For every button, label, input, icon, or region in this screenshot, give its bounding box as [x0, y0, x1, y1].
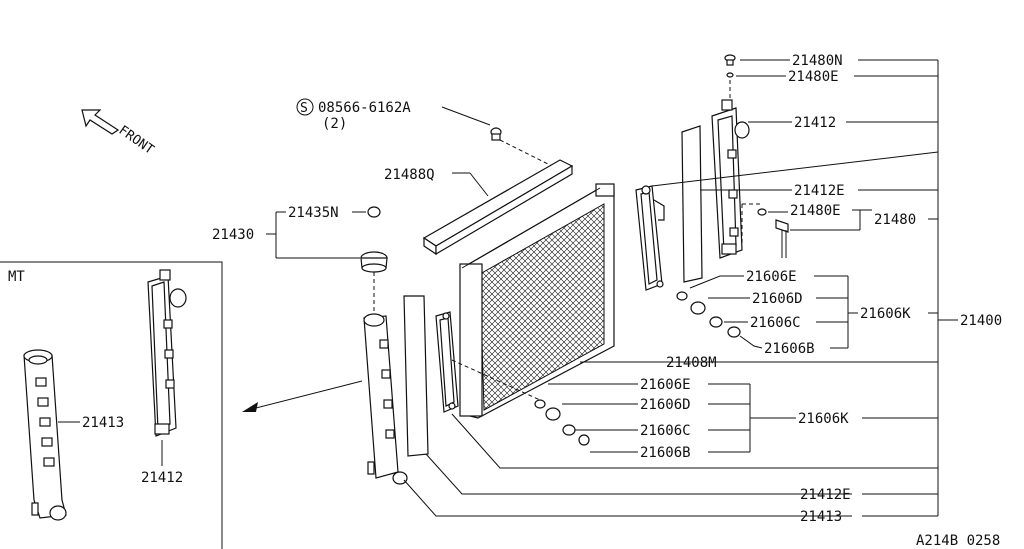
label-21413-bot[interactable]: 21413: [800, 509, 842, 525]
label-21430[interactable]: 21430: [212, 227, 254, 243]
label-21606b-b[interactable]: 21606B: [640, 445, 691, 461]
s-circle-icon: [296, 98, 314, 116]
label-21412e-top[interactable]: 21412E: [794, 183, 845, 199]
drain-cock-21480: [741, 203, 789, 258]
label-21606k-a[interactable]: 21606K: [860, 306, 911, 322]
mt-pointer-arrow: [242, 380, 363, 412]
label-21408m[interactable]: 21408M: [666, 355, 717, 371]
oil-cooler-left[interactable]: [435, 311, 459, 413]
insulator-right[interactable]: [681, 125, 703, 283]
leader-21412e-bot: [425, 453, 852, 495]
drawing-reference: A214B 0258: [916, 533, 1000, 549]
label-21606c-b[interactable]: 21606C: [640, 423, 691, 439]
front-label: FRONT: [116, 123, 157, 158]
washer-d-lower[interactable]: [545, 407, 561, 421]
label-21400[interactable]: 21400: [960, 313, 1002, 329]
radiator-cap-icon[interactable]: [360, 251, 388, 273]
label-21606d-a[interactable]: 21606D: [752, 291, 803, 307]
label-21435n[interactable]: 21435N: [288, 205, 339, 221]
radiator-cap-group: [360, 206, 388, 312]
label-21606e-b[interactable]: 21606E: [640, 377, 691, 393]
drain-cock-b-lower[interactable]: [578, 434, 590, 446]
mt-left-tank[interactable]: [23, 349, 67, 521]
label-21606b-a[interactable]: 21606B: [764, 341, 815, 357]
label-21413-mt[interactable]: 21413: [82, 415, 124, 431]
label-21488q[interactable]: 21488Q: [384, 167, 435, 183]
drain-group-upper: [676, 291, 741, 338]
mt-right-tank[interactable]: [147, 269, 187, 437]
leader-21606b-a: [739, 335, 763, 349]
label-21412-mt[interactable]: 21412: [141, 470, 183, 486]
label-21480[interactable]: 21480: [874, 212, 916, 228]
label-21606d-b[interactable]: 21606D: [640, 397, 691, 413]
washer-c-lower[interactable]: [562, 424, 576, 436]
bolt-prefix: S: [300, 101, 308, 116]
washer-d-upper[interactable]: [690, 301, 706, 315]
leader-21606e-a: [689, 275, 744, 289]
drain-cock-b-upper[interactable]: [727, 326, 741, 338]
leader-oil-cooler-right: [651, 151, 939, 187]
bolt-part-number[interactable]: 08566-6162A: [318, 100, 411, 116]
cap-seal-icon[interactable]: [367, 206, 381, 218]
radiator-core[interactable]: [459, 183, 615, 419]
label-21412e-bot[interactable]: 21412E: [800, 487, 851, 503]
right-tank-main[interactable]: [711, 80, 750, 259]
washer-c-upper[interactable]: [709, 316, 723, 328]
washer-21480e-top-icon[interactable]: [726, 72, 734, 78]
assembly-bracket-21400: [846, 59, 958, 516]
leader-21413-bot: [403, 479, 852, 517]
washer-21480e-mid-icon[interactable]: [757, 208, 767, 216]
drain-cock-icon[interactable]: [775, 219, 789, 258]
drain-plug-e-upper[interactable]: [676, 291, 688, 301]
drain-plug-e-lower[interactable]: [534, 399, 546, 409]
label-21606e-a[interactable]: 21606E: [746, 269, 797, 285]
bolt-callout: S 08566-6162A (2): [296, 98, 561, 171]
leader-lower-core: [451, 413, 938, 469]
seal-21488q[interactable]: [422, 159, 574, 256]
mt-inset: MT 21413 21412: [0, 261, 223, 549]
label-21480e-mid[interactable]: 21480E: [790, 203, 841, 219]
mt-inset-border: [0, 261, 223, 549]
insulator-left[interactable]: [403, 295, 429, 457]
label-21606c-a[interactable]: 21606C: [750, 315, 801, 331]
label-21480n[interactable]: 21480N: [792, 53, 843, 69]
drain-group-lower: [451, 359, 590, 446]
oil-cooler-right[interactable]: [635, 185, 665, 291]
label-21412-top[interactable]: 21412: [794, 115, 836, 131]
front-indicator: FRONT: [81, 109, 157, 158]
label-21606k-b[interactable]: 21606K: [798, 411, 849, 427]
bolt-quantity: (2): [322, 116, 347, 132]
bolt-icon[interactable]: [490, 127, 502, 141]
leader-bolt: [441, 106, 491, 126]
leader-21488q-b: [469, 172, 489, 197]
front-arrow-icon: [81, 109, 120, 135]
label-21480e-top[interactable]: 21480E: [788, 69, 839, 85]
mt-section-label: MT: [8, 269, 25, 285]
left-tank-main[interactable]: [363, 313, 408, 485]
plug-21480n-icon[interactable]: [724, 54, 736, 66]
